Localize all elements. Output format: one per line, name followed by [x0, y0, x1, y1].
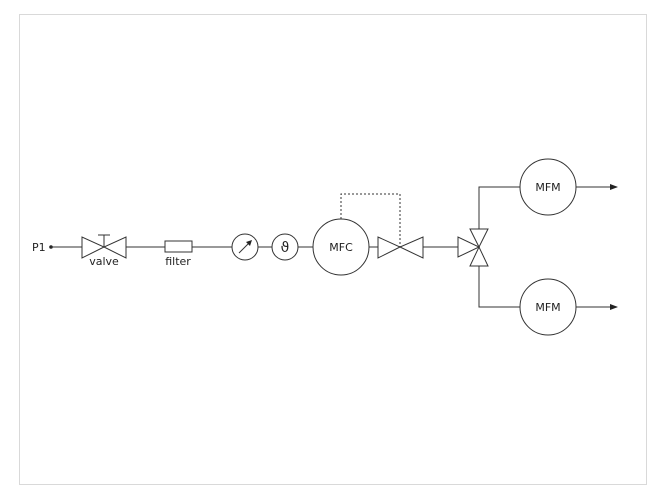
control-signal-line	[340, 193, 401, 247]
pipe-branch-bottom	[478, 266, 520, 308]
valve-symbol	[81, 234, 127, 259]
inlet-label: P1	[32, 241, 46, 254]
pressure-gauge-icon	[231, 233, 259, 261]
pipe-branch-top	[478, 186, 520, 229]
control-valve-symbol	[377, 236, 424, 259]
filter-label: filter	[165, 255, 191, 268]
valve-label: valve	[89, 255, 119, 268]
mfc-label: MFC	[329, 241, 353, 254]
filter-symbol	[164, 240, 193, 253]
three-way-valve-symbol	[457, 228, 489, 267]
mfm-bottom-label: MFM	[535, 301, 560, 314]
mfm-top-label: MFM	[535, 181, 560, 194]
temperature-symbol: ϑ	[281, 240, 290, 256]
diagram-frame	[19, 14, 647, 485]
